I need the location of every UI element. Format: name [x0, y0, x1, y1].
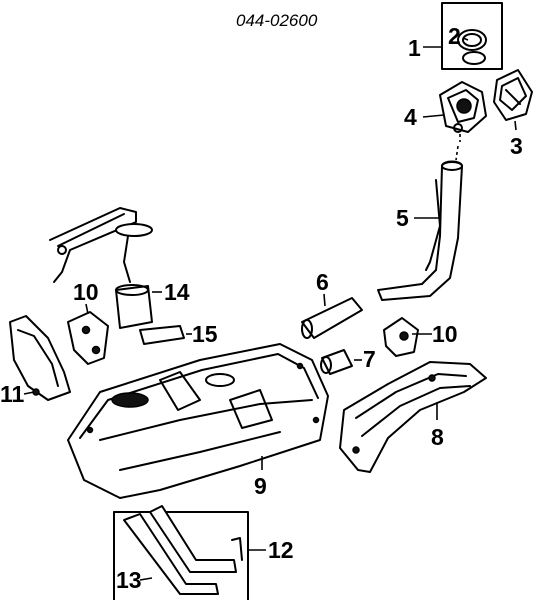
callout-9: 9 — [254, 473, 267, 499]
callout-2: 2 — [448, 23, 461, 49]
callout-13: 13 — [116, 567, 142, 593]
bracket-right — [383, 317, 432, 357]
callout-4: 4 — [404, 104, 417, 130]
fuel-pump-assembly — [49, 207, 192, 345]
filler-housing — [422, 81, 487, 161]
cap-box — [441, 2, 503, 70]
callout-10-left: 10 — [73, 279, 99, 305]
filler-door — [493, 69, 533, 131]
bracket-left — [67, 303, 109, 365]
callout-11: 11 — [0, 381, 25, 407]
filler-pipe — [377, 160, 463, 301]
cap-gasket — [462, 51, 486, 65]
callout-3: 3 — [510, 133, 523, 159]
fuel-hose — [301, 293, 363, 339]
side-protector — [9, 315, 71, 401]
hose-fitting — [320, 349, 362, 375]
tank-straps-group — [113, 505, 266, 600]
callout-15: 15 — [192, 321, 218, 347]
callout-8: 8 — [431, 424, 444, 450]
callout-14: 14 — [164, 279, 190, 305]
leader-2 — [462, 37, 469, 41]
callout-5: 5 — [396, 205, 409, 231]
fuel-tank — [67, 343, 329, 499]
callout-7: 7 — [363, 346, 376, 372]
fuel-cap-group — [423, 2, 503, 70]
part-number: 044-02600 — [236, 11, 318, 30]
callout-10-right: 10 — [432, 321, 458, 347]
callout-12: 12 — [268, 537, 294, 563]
callout-6: 6 — [316, 269, 329, 295]
callout-1: 1 — [408, 35, 421, 61]
tank-shield — [339, 361, 487, 473]
